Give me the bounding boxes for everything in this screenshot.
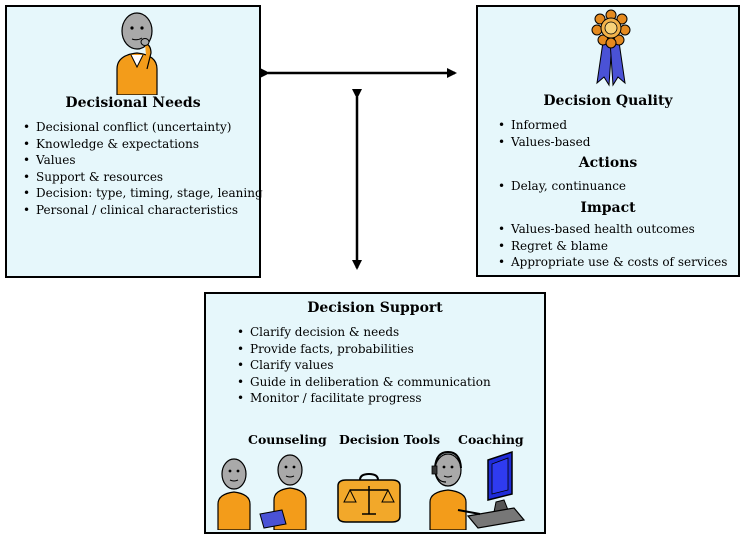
list-item: Knowledge & expectations	[23, 136, 263, 153]
list-item: Clarify values	[237, 357, 491, 374]
award-ribbon-icon	[591, 9, 631, 87]
list-item: Decisional conflict (uncertainty)	[23, 119, 263, 136]
quality-list: Informed Values-based	[498, 117, 590, 150]
list-item: Provide facts, probabilities	[237, 341, 491, 358]
list-item: Values-based	[498, 134, 590, 151]
support-list: Clarify decision & needs Provide facts, …	[237, 324, 491, 407]
list-item: Values-based health outcomes	[498, 221, 727, 238]
coaching-label: Coaching	[458, 432, 524, 447]
actions-title: Actions	[578, 155, 638, 171]
list-item: Decision: type, timing, stage, leaning	[23, 185, 263, 202]
decision-support-box: Decision Support Clarify decision & need…	[204, 292, 546, 534]
list-item: Monitor / facilitate progress	[237, 390, 491, 407]
list-item: Clarify decision & needs	[237, 324, 491, 341]
actions-list: Delay, continuance	[498, 178, 626, 195]
coach-headset-computer-icon	[429, 450, 526, 530]
impact-list: Values-based health outcomes Regret & bl…	[498, 221, 727, 271]
decision-quality-box: Decision Quality Informed Values-based A…	[476, 5, 740, 277]
decision-tools-label: Decision Tools	[339, 432, 441, 447]
list-item: Values	[23, 152, 263, 169]
counseling-label: Counseling	[248, 432, 327, 447]
list-item: Guide in deliberation & communication	[237, 374, 491, 391]
list-item: Regret & blame	[498, 238, 727, 255]
quality-title: Decision Quality	[543, 93, 673, 109]
thinking-person-icon	[116, 12, 158, 95]
two-people-counseling-icon	[217, 454, 307, 530]
needs-list: Decisional conflict (uncertainty) Knowle…	[23, 119, 263, 218]
list-item: Delay, continuance	[498, 178, 626, 195]
needs-title: Decisional Needs	[65, 95, 201, 111]
list-item: Personal / clinical characteristics	[23, 202, 263, 219]
impact-title: Impact	[580, 200, 636, 216]
support-title: Decision Support	[307, 300, 443, 316]
list-item: Informed	[498, 117, 590, 134]
list-item: Support & resources	[23, 169, 263, 186]
scales-briefcase-icon	[337, 472, 401, 523]
decisional-needs-box: Decisional Needs Decisional conflict (un…	[5, 5, 263, 278]
list-item: Appropriate use & costs of services	[498, 254, 727, 271]
